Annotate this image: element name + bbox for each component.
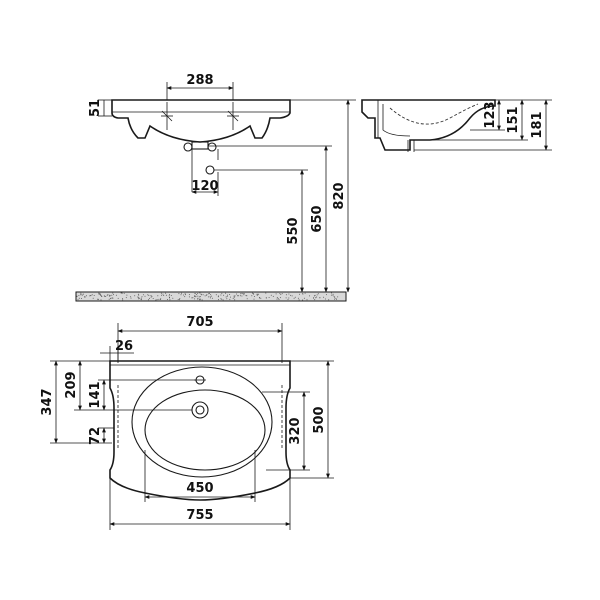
dim-120-label: 120	[191, 179, 218, 194]
tap-hole-right	[227, 102, 239, 130]
dim-500-label: 500	[312, 406, 327, 433]
dim-top-141: 141	[88, 379, 196, 411]
dim-755-label: 755	[186, 508, 213, 523]
dim-top-755: 755	[109, 478, 291, 530]
dim-waste-width: 120	[191, 172, 219, 196]
dim-top-500: 500	[290, 360, 334, 479]
dim-550-label: 550	[286, 217, 301, 244]
dim-side-123: 123	[470, 99, 505, 131]
dim-26-label: 26	[115, 339, 133, 354]
bowl-inner	[144, 389, 266, 471]
top-plan-view: 705 26 347 209 141	[40, 315, 334, 530]
dim-288-label: 288	[186, 73, 213, 88]
dim-top-450: 450	[144, 450, 256, 502]
dim-181-label: 181	[530, 111, 545, 138]
dim-side-181: 181	[414, 99, 552, 151]
dim-top-347: 347	[40, 360, 112, 444]
dim-209-label: 209	[64, 371, 79, 398]
dim-rim-height: 51	[88, 99, 112, 117]
side-hidden-bowl	[389, 103, 479, 125]
dim-tap-spacing: 288	[166, 73, 234, 100]
dim-450-label: 450	[186, 481, 213, 496]
bowl-outer	[131, 366, 273, 478]
dim-side-151: 151	[430, 99, 528, 141]
tap-hole-left	[161, 102, 173, 130]
drain-top	[191, 401, 209, 419]
dim-650-label: 650	[310, 205, 325, 232]
dim-320-label: 320	[288, 417, 303, 444]
dim-top-209: 209	[64, 360, 192, 411]
dim-820-label: 820	[332, 182, 347, 209]
basin-side-profile	[361, 99, 496, 151]
waste-fitting	[183, 141, 219, 192]
dim-347-label: 347	[40, 388, 55, 415]
dim-top-72: 72	[88, 427, 114, 445]
dim-705-label: 705	[186, 315, 213, 330]
front-elevation: 288 51 120 550 650	[75, 73, 356, 302]
floor-hatch	[75, 291, 347, 302]
dim-total-height: 820	[290, 99, 356, 293]
side-inner-line	[382, 104, 411, 137]
dim-141-label: 141	[88, 381, 103, 408]
dim-top-26: 26	[100, 339, 134, 362]
dim-123-label: 123	[483, 101, 498, 128]
dim-top-inner-width: 705	[117, 315, 283, 363]
dim-trap-height: 550	[214, 169, 308, 293]
basin-top-outline	[109, 360, 291, 501]
dim-top-320: 320	[262, 391, 310, 471]
basin-front-profile	[111, 99, 291, 143]
dim-waste-height: 650	[208, 145, 332, 293]
dim-72-label: 72	[88, 427, 103, 445]
side-elevation: 123 151 181	[361, 99, 552, 152]
dim-51-label: 51	[88, 99, 103, 117]
dim-151-label: 151	[506, 106, 521, 133]
